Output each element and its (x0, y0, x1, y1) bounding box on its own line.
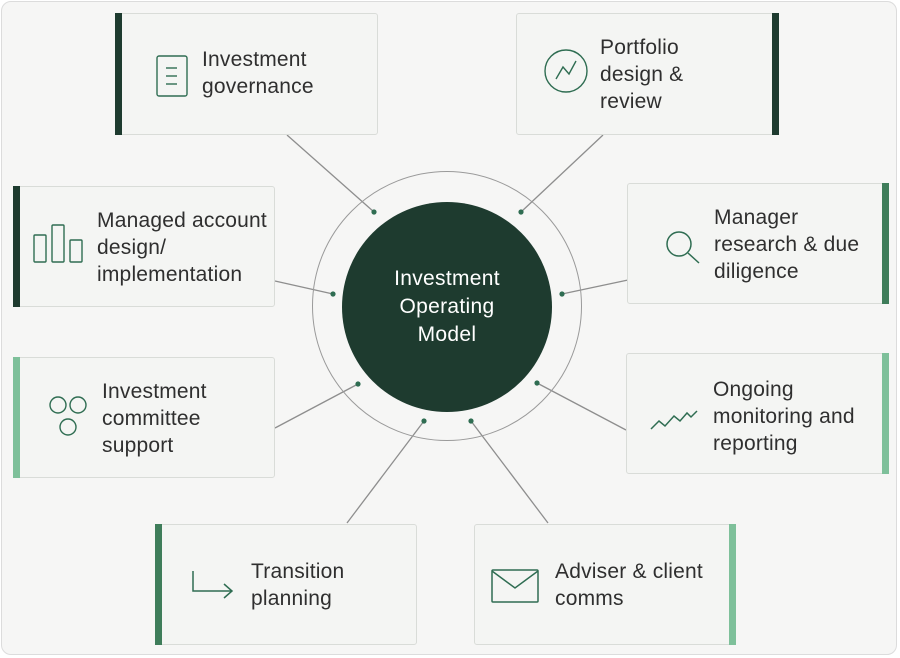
node-label: Investment governance (202, 48, 314, 98)
center-hub: Investment Operating Model (342, 202, 552, 412)
node-investment-governance: Investment governance (115, 13, 378, 135)
node-label: Transition planning (251, 560, 345, 610)
accent-bar (155, 524, 162, 645)
node-label: Ongoing monitoring and reporting (713, 378, 855, 455)
accent-bar (13, 186, 20, 307)
node-ongoing-monitoring: Ongoing monitoring and reporting (626, 353, 889, 474)
document-icon (155, 54, 191, 103)
magnifier-icon (663, 228, 703, 273)
node-managed-account: Managed account design/ implementation (13, 186, 275, 307)
line-trend-icon (649, 407, 699, 438)
node-investment-committee: Investment committee support (13, 357, 275, 478)
node-label: Managed account design/ implementation (97, 209, 267, 286)
node-adviser-client-comms: Adviser & client comms (474, 524, 736, 645)
accent-bar (729, 524, 736, 645)
node-label: Portfolio design & review (600, 36, 684, 113)
center-ring (312, 171, 582, 441)
accent-bar (882, 183, 889, 304)
trend-circle-icon (542, 47, 590, 100)
node-transition-planning: Transition planning (155, 524, 417, 645)
accent-bar (115, 13, 122, 135)
connector-adviser (470, 420, 549, 524)
connector-portfolio (520, 134, 604, 213)
accent-bar (772, 13, 779, 135)
node-portfolio-design: Portfolio design & review (516, 13, 779, 135)
connector-transition (346, 420, 425, 524)
accent-bar (882, 353, 889, 474)
arrow-icon (189, 569, 237, 608)
node-label: Investment committee support (102, 380, 207, 457)
connector-governance (286, 134, 375, 213)
center-title: Investment Operating Model (394, 267, 500, 346)
bar-chart-icon (32, 223, 86, 270)
envelope-icon (490, 568, 540, 609)
node-manager-research: Manager research & due diligence (627, 183, 889, 304)
node-label: Adviser & client comms (555, 560, 703, 610)
circles-icon (48, 395, 92, 444)
accent-bar (13, 357, 20, 478)
node-label: Manager research & due diligence (714, 206, 860, 283)
